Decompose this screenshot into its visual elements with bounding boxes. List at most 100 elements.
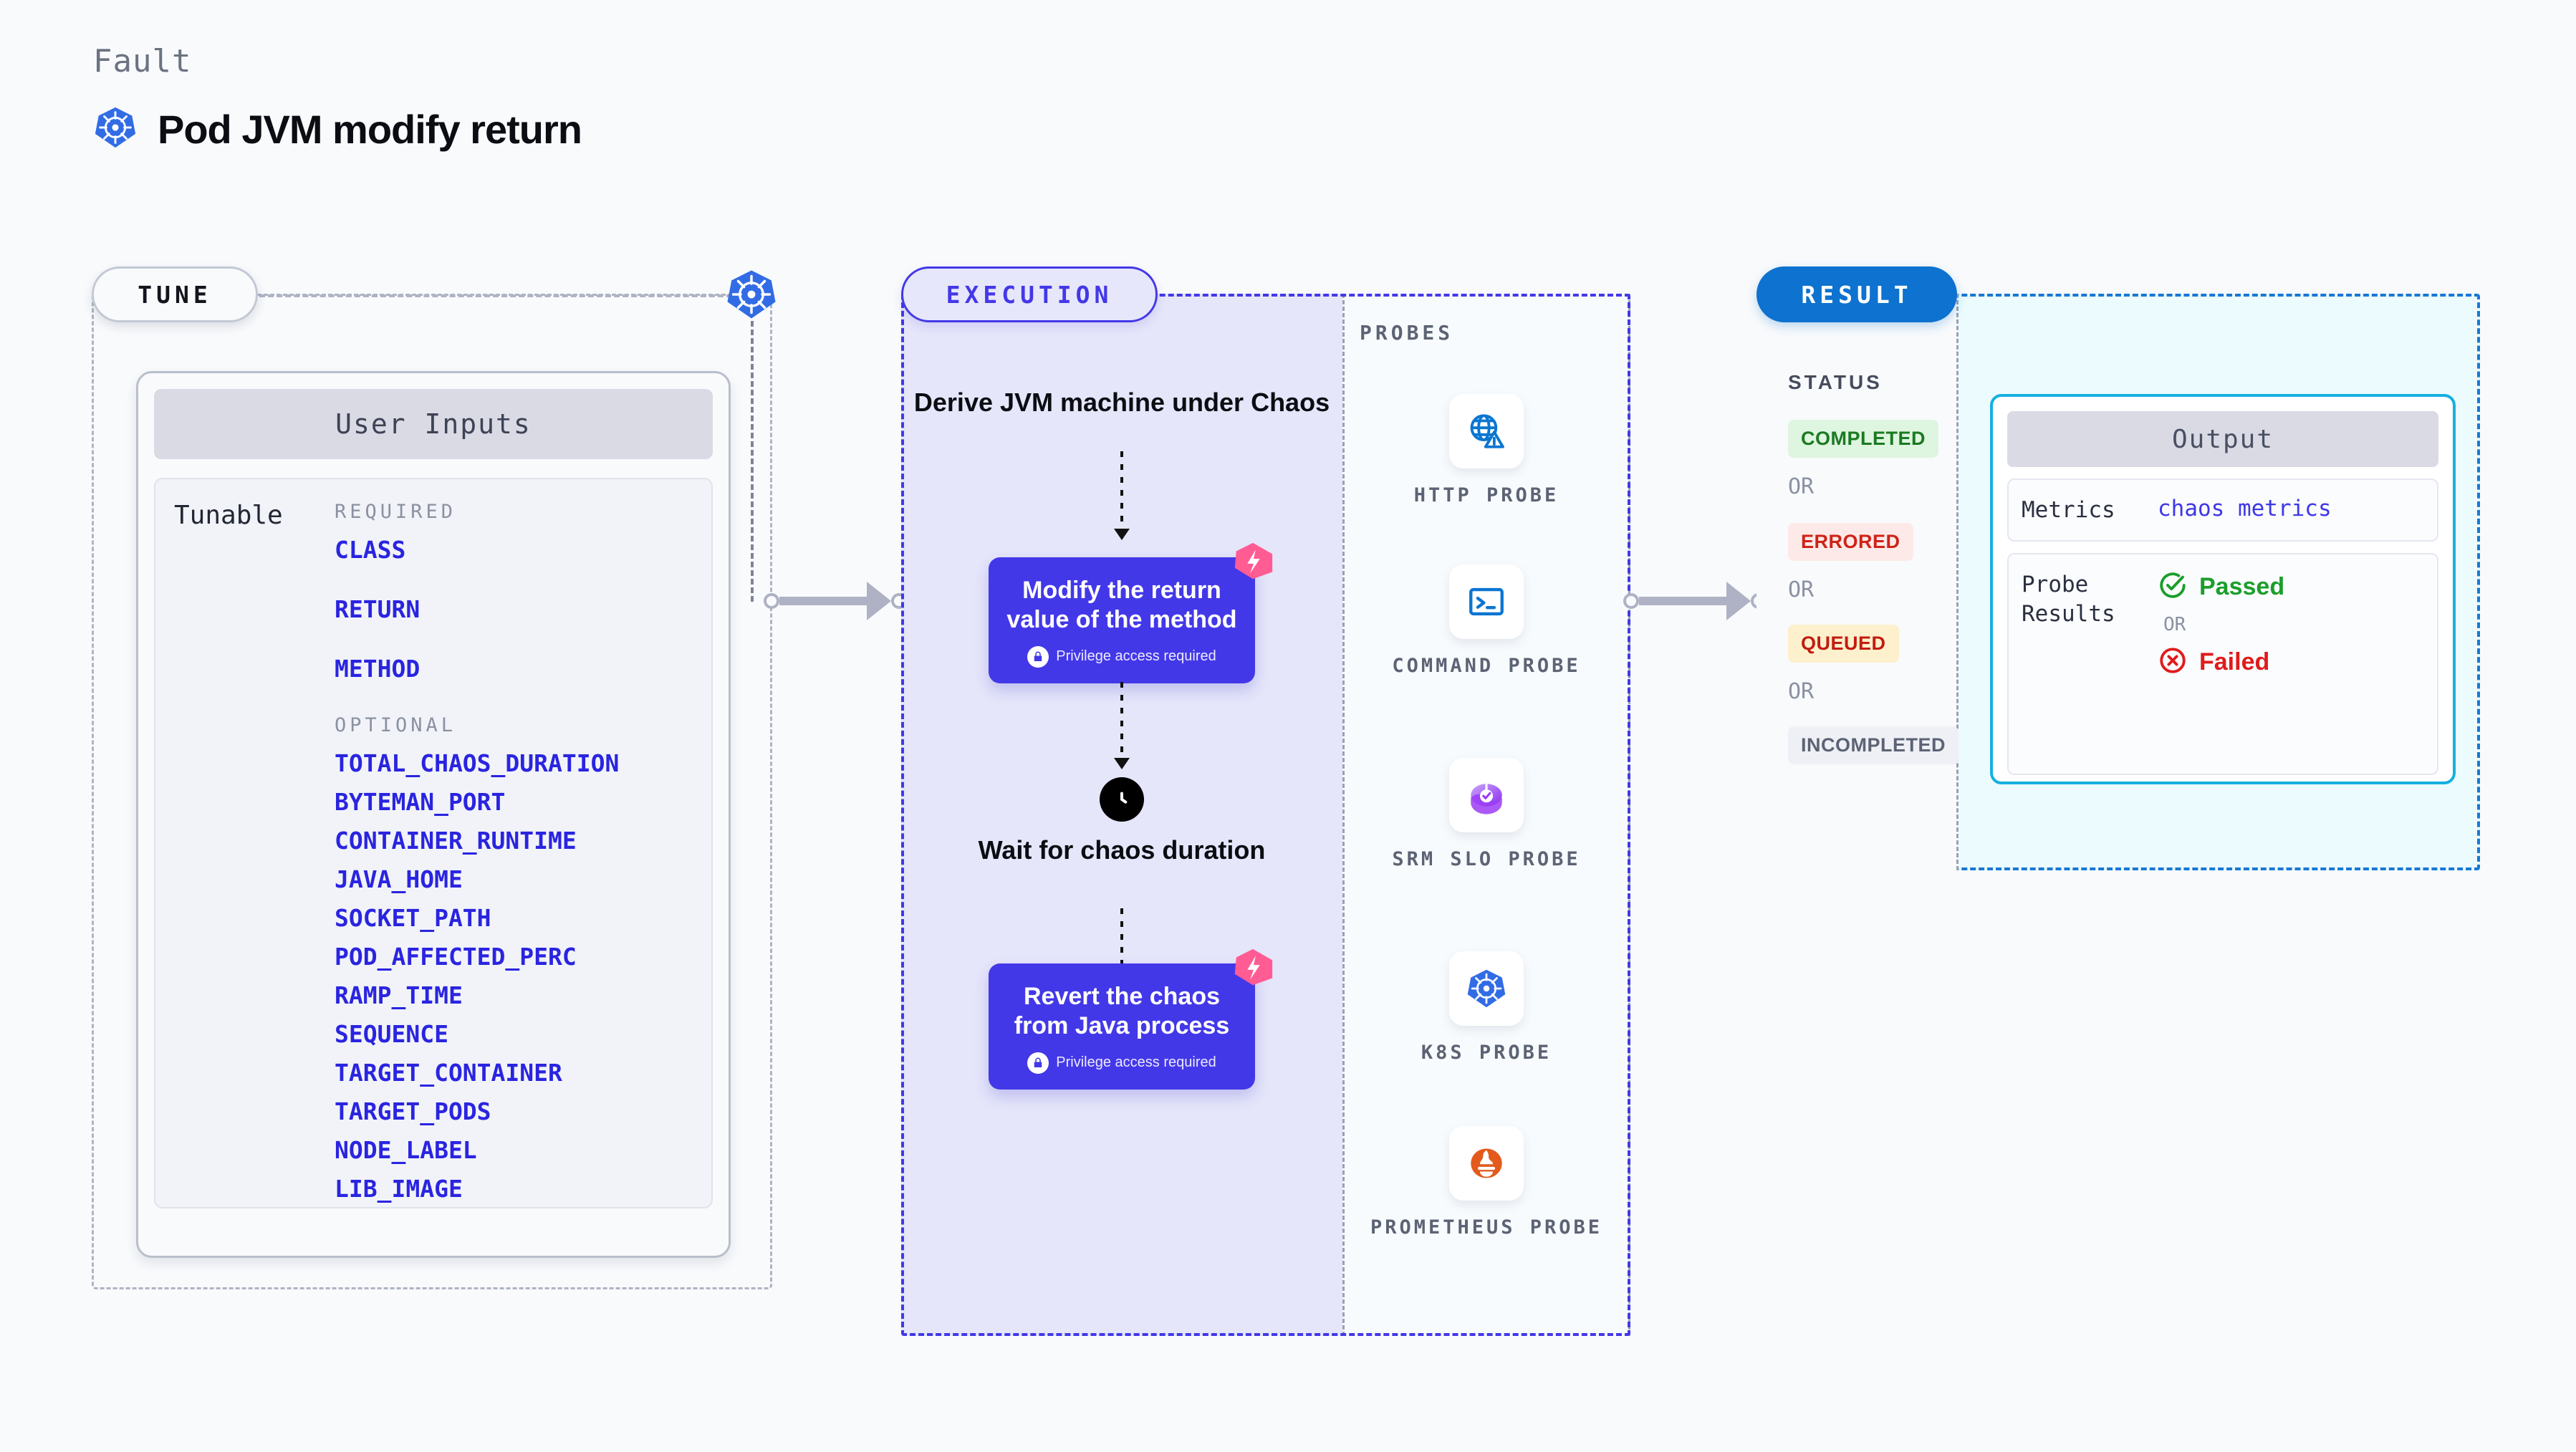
or-label: OR [1788,679,1815,704]
param-item[interactable]: JAVA_HOME [335,865,463,893]
metrics-key: Metrics [2022,497,2115,523]
connector-line [1639,597,1726,605]
card-title: Modify the return value of the method [1006,577,1237,633]
lock-icon [1027,1052,1049,1074]
param-item[interactable]: METHOD [335,655,420,683]
param-item[interactable]: LIB_IMAGE [335,1175,463,1203]
required-heading: REQUIRED [335,501,457,523]
tune-vertical-connector [751,321,754,602]
execution-to-result-connector [1623,582,1767,620]
x-circle-icon [2158,645,2188,679]
status-heading: STATUS [1788,371,1883,393]
flow-arrow-line [1120,908,1123,984]
passed-label: Passed [2199,573,2285,601]
parameter-column: REQUIRED CLASS RETURN METHOD OPTIONAL TO… [335,501,711,1207]
privilege-text: Privilege access required [1056,1054,1216,1071]
connector-dot [764,593,779,609]
privilege-row: Privilege access required [1003,1052,1241,1074]
tunable-section: Tunable REQUIRED CLASS RETURN METHOD OPT… [154,478,713,1208]
execution-step-title: Derive JVM machine under Chaos [913,388,1330,417]
param-item[interactable]: TARGET_PODS [335,1097,491,1125]
probe-label: SRM SLO PROBE [1392,848,1581,870]
probe-label: COMMAND PROBE [1392,655,1581,677]
user-inputs-card: User Inputs Tunable REQUIRED CLASS RETUR… [136,371,731,1258]
or-label: OR [1788,474,1815,499]
status-panel [1756,294,1959,870]
metrics-value[interactable]: chaos metrics [2158,496,2332,521]
connector-line [779,597,867,605]
srm-slo-icon [1449,758,1524,832]
execution-pill: EXECUTION [901,266,1158,322]
chaos-ribbon-icon [1231,945,1275,989]
param-item[interactable]: SEQUENCE [335,1020,448,1048]
page-title: Pod JVM modify return [158,107,582,152]
or-label: OR [1788,577,1815,602]
result-pill: RESULT [1756,266,1957,322]
flow-arrow-line [1120,451,1123,530]
or-label: OR [2163,614,2186,636]
kubernetes-icon [93,105,138,153]
status-badge: ERRORED [1788,523,1913,561]
output-card: Output Metrics chaos metrics Probe Resul… [1990,394,2456,784]
flow-arrow-head [1114,529,1130,540]
execution-action-card[interactable]: Modify the return value of the method Pr… [989,542,1273,683]
param-item[interactable]: BYTEMAN_PORT [335,788,506,816]
check-circle-icon [2158,570,2188,604]
probe-results-key: Probe Results [2022,572,2115,627]
connector-arrowhead [1726,582,1751,620]
privilege-text: Privilege access required [1056,648,1216,665]
tune-pill: TUNE [92,266,258,322]
metrics-row: Metrics chaos metrics [2007,479,2438,542]
probe-label: HTTP PROBE [1413,484,1559,506]
terminal-icon [1449,564,1524,639]
probe-item-srm-slo[interactable]: SRM SLO PROBE [1342,758,1630,872]
probe-result-failed: Failed [2158,645,2284,679]
probe-label: PROMETHEUS PROBE [1370,1216,1603,1239]
status-badge: INCOMPLETED [1788,726,1959,764]
param-item[interactable]: SOCKET_PATH [335,904,491,932]
eyebrow-label: Fault [93,43,192,80]
probe-item-command[interactable]: COMMAND PROBE [1342,564,1630,679]
execution-action-card[interactable]: Revert the chaos from Java process Privi… [989,948,1273,1090]
globe-warning-icon [1449,394,1524,468]
param-item[interactable]: POD_AFFECTED_PERC [335,943,577,971]
probe-item-k8s[interactable]: K8S PROBE [1342,951,1630,1066]
kubernetes-icon [725,268,778,324]
failed-label: Failed [2199,648,2270,676]
optional-heading: OPTIONAL [335,714,457,736]
param-item[interactable]: NODE_LABEL [335,1136,477,1164]
page-header: Fault Pod JVM modify return [93,43,582,153]
probe-results-values: Passed OR Failed [2158,570,2284,758]
probe-item-prometheus[interactable]: PROMETHEUS PROBE [1342,1126,1630,1241]
chaos-ribbon-icon [1231,539,1275,583]
prometheus-icon [1449,1126,1524,1201]
param-item[interactable]: TARGET_CONTAINER [335,1059,562,1087]
connector-dot [1623,593,1639,609]
tunable-label: Tunable [174,501,283,530]
param-item[interactable]: RAMP_TIME [335,981,463,1009]
param-item[interactable]: TOTAL_CHAOS_DURATION [335,749,620,777]
tune-to-execution-connector [764,582,907,620]
execution-probes-outline [901,294,1630,1336]
flow-arrow-head [1114,758,1130,769]
execution-step-title: Wait for chaos duration [978,835,1266,865]
status-badge: QUEUED [1788,625,1899,663]
param-item[interactable]: RETURN [335,595,420,623]
probes-section-label: PROBES [1360,321,1454,345]
user-inputs-title: User Inputs [154,389,713,459]
param-item[interactable]: CLASS [335,536,406,564]
title-row: Pod JVM modify return [93,105,582,153]
probe-item-http[interactable]: HTTP PROBE [1342,394,1630,509]
lock-icon [1027,645,1049,668]
clock-icon [1100,777,1144,822]
probe-result-passed: Passed [2158,570,2284,604]
flow-arrow-line [1120,682,1123,759]
connector-arrowhead [867,582,891,620]
privilege-row: Privilege access required [1003,645,1241,668]
output-title: Output [2007,411,2438,467]
status-badge: COMPLETED [1788,420,1939,458]
param-item[interactable]: CONTAINER_RUNTIME [335,827,577,855]
kubernetes-icon [1449,951,1524,1026]
probe-results-row: Probe Results Passed OR [2007,553,2438,776]
card-title: Revert the chaos from Java process [1014,983,1230,1039]
